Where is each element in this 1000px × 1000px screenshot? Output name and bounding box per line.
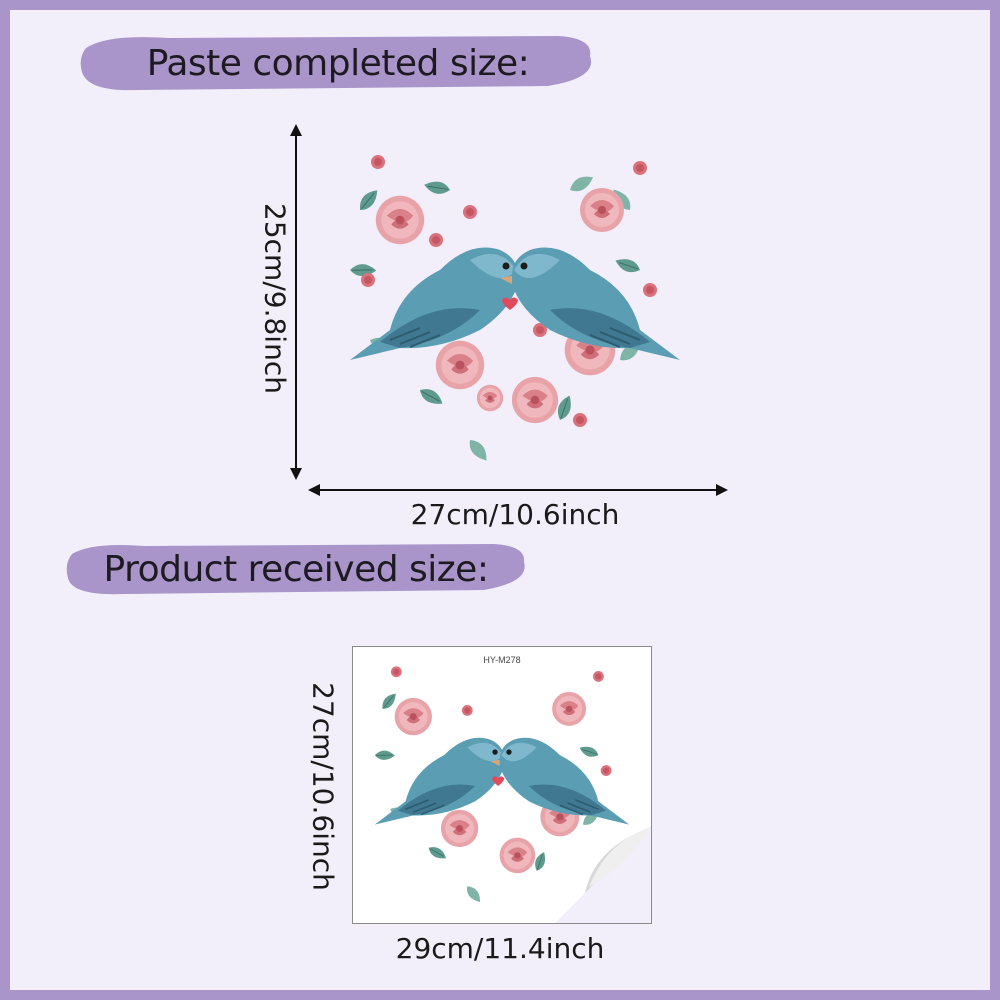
height-arrow <box>290 124 302 480</box>
brush-stroke-shape <box>66 544 525 595</box>
received-size-banner: Product received size: <box>64 538 528 600</box>
paste-size-title: Paste completed size: <box>146 42 530 84</box>
received-width-label: 29cm/11.4inch <box>395 932 605 965</box>
brush-stroke-shape <box>80 36 592 91</box>
sheet-sticker-artwork <box>373 666 631 906</box>
paste-size-banner: Paste completed size: <box>78 28 598 98</box>
peeled-corner <box>555 827 651 923</box>
received-height-label: 27cm/10.6inch <box>306 682 340 891</box>
completed-width-label: 27cm/10.6inch <box>410 498 620 531</box>
received-size-title: Product received size: <box>103 548 489 590</box>
right-bird <box>499 246 681 361</box>
product-code: HY-M278 <box>483 655 521 665</box>
product-sheet: HY-M278 <box>352 646 652 924</box>
completed-sticker-artwork <box>348 155 681 465</box>
heart-icon <box>502 297 518 310</box>
width-arrow <box>308 484 728 496</box>
left-bird <box>349 246 531 361</box>
completed-height-label: 25cm/9.8inch <box>258 203 292 394</box>
